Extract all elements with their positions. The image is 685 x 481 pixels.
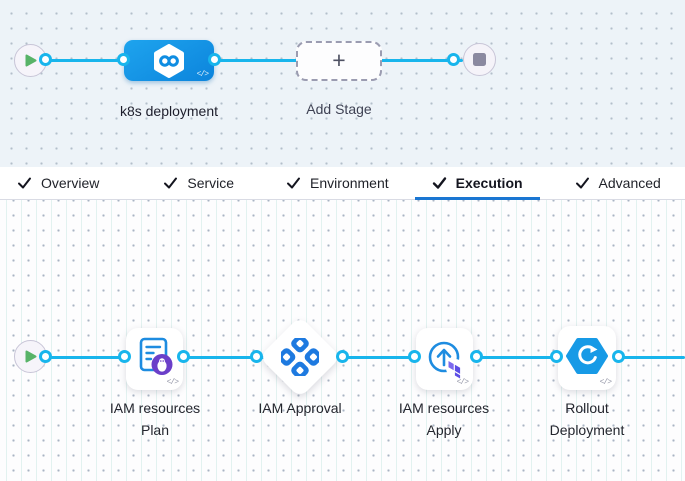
tab-environment[interactable]: Environment	[286, 167, 389, 199]
code-view-icon: </>	[456, 378, 469, 387]
stage-k8s-deployment[interactable]: </>	[124, 40, 214, 81]
connector-node	[550, 350, 563, 363]
connector-node	[39, 350, 52, 363]
execution-canvas[interactable]: </>	[0, 200, 685, 481]
step-label: IAM resources Apply	[398, 400, 490, 438]
connector-node	[39, 53, 52, 66]
step-iam-resources-plan[interactable]: </>	[126, 328, 183, 390]
stage-config-tabbar: Overview Service Environment Execution A…	[0, 167, 685, 200]
connector-line	[46, 59, 463, 62]
tab-service[interactable]: Service	[163, 167, 234, 199]
terraform-plan-icon	[139, 337, 172, 375]
connector-node	[118, 350, 131, 363]
add-stage-label: Add Stage	[306, 101, 372, 117]
rollout-icon	[566, 338, 608, 374]
stop-icon	[473, 53, 486, 66]
check-icon	[286, 176, 301, 190]
add-stage-button[interactable]: +	[296, 41, 382, 81]
check-icon	[17, 176, 32, 190]
connector-node	[612, 350, 625, 363]
tab-label: Overview	[41, 175, 100, 191]
connector-node	[447, 53, 460, 66]
connector-node	[336, 350, 349, 363]
harness-pipeline-icon	[154, 43, 184, 78]
step-label: Rollout Deployment	[549, 400, 625, 438]
plus-icon: +	[332, 46, 346, 73]
terraform-apply-icon	[428, 341, 464, 378]
pipeline-end-node	[463, 43, 496, 76]
step-rollout-deployment[interactable]: </>	[558, 326, 616, 390]
tab-label: Execution	[455, 175, 523, 191]
step-label: IAM Approval	[258, 400, 342, 416]
connector-node	[117, 53, 130, 66]
connector-node	[250, 350, 263, 363]
connector-node	[208, 53, 221, 66]
tab-execution[interactable]: Execution	[414, 167, 540, 200]
step-label: IAM resources Plan	[109, 400, 201, 438]
tab-label: Service	[187, 175, 235, 191]
stage-canvas[interactable]: </> + k8s deployment Add Stage	[0, 0, 685, 167]
connector-line	[46, 356, 685, 359]
tab-label: Advanced	[598, 175, 661, 191]
code-view-icon: </>	[196, 70, 209, 79]
check-icon	[163, 176, 178, 190]
connector-node	[470, 350, 483, 363]
tab-overview[interactable]: Overview	[17, 167, 99, 199]
check-icon	[575, 176, 590, 190]
tab-label: Environment	[310, 175, 389, 191]
connector-node	[177, 350, 190, 363]
execution-start-node	[14, 340, 47, 373]
play-icon	[25, 54, 36, 67]
connector-node	[408, 350, 421, 363]
stage-name-label: k8s deployment	[119, 103, 219, 119]
code-view-icon: </>	[599, 378, 612, 387]
tab-advanced[interactable]: Advanced	[575, 167, 661, 199]
play-icon	[25, 350, 36, 363]
code-view-icon: </>	[166, 378, 179, 387]
step-iam-resources-apply[interactable]: </>	[416, 328, 473, 390]
check-icon	[432, 176, 447, 190]
step-iam-approval[interactable]	[258, 315, 342, 399]
